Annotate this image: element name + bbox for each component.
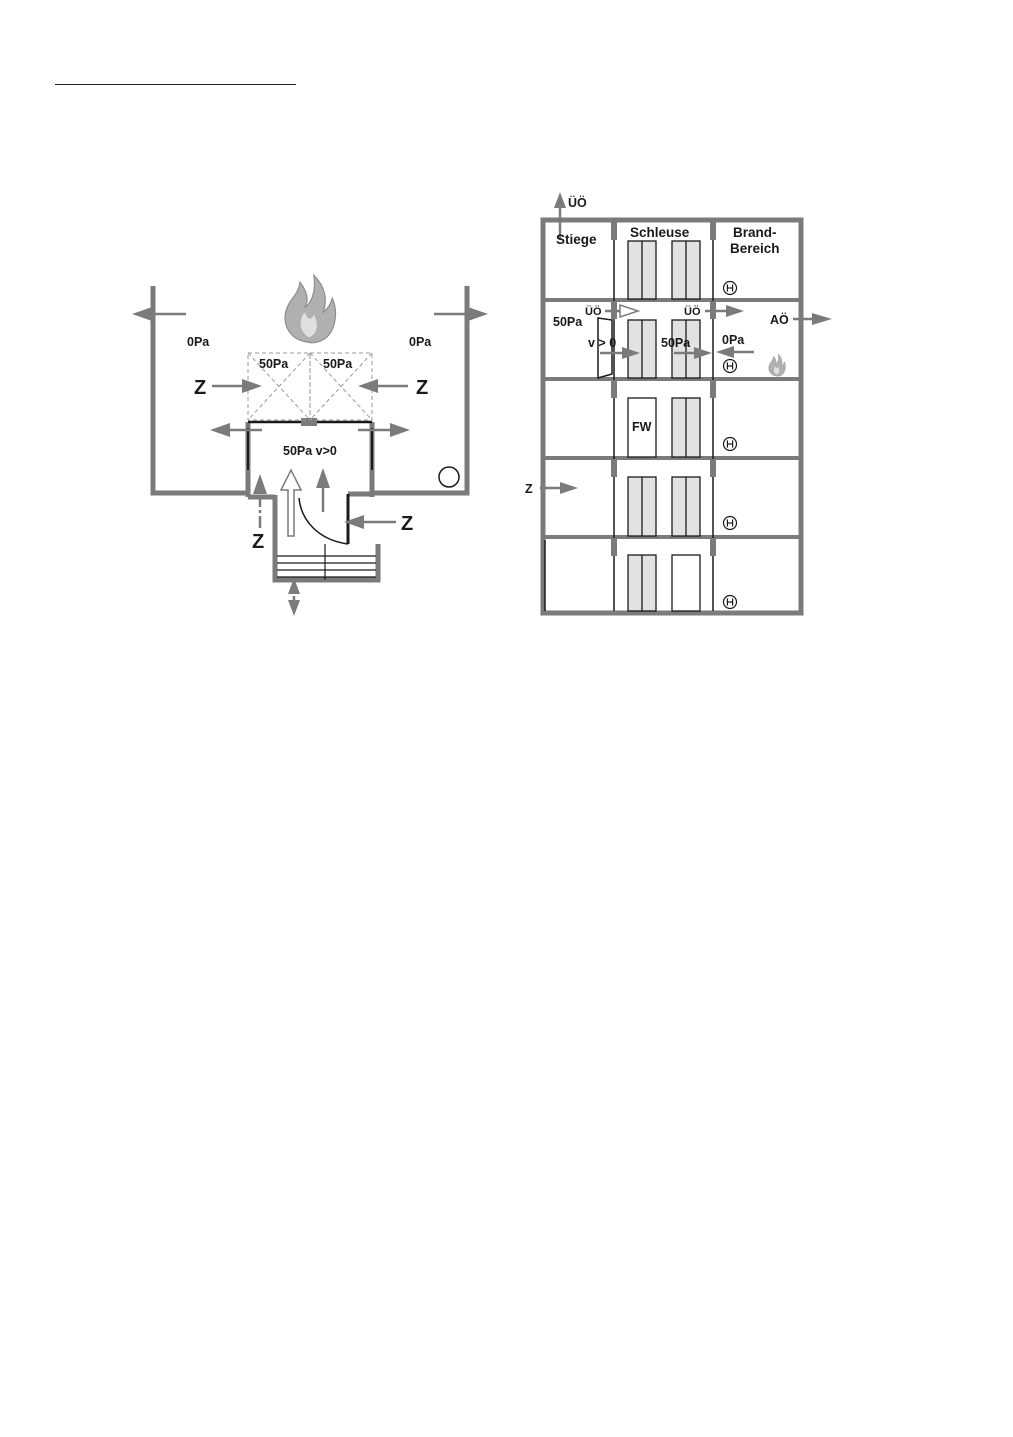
section-fw: FW xyxy=(632,420,652,434)
plan-arrows xyxy=(132,307,488,616)
plan-pressure-left: 0Pa xyxy=(187,335,210,349)
section-col-fire-2: Bereich xyxy=(730,241,780,256)
plan-lobby-label: 50Pa v>0 xyxy=(283,444,337,458)
section-fire-pressure: 0Pa xyxy=(722,333,745,347)
hydrant-icon xyxy=(722,515,738,531)
title-rule xyxy=(55,84,296,85)
plan-vestibule-right: 50Pa xyxy=(323,357,353,371)
section-arrows xyxy=(540,192,832,494)
section-roof-outlet: ÜÖ xyxy=(568,195,587,210)
section-col-stair: Stiege xyxy=(556,232,597,247)
section-lock-pressure: 50Pa xyxy=(661,336,691,350)
plan-pressure-right: 0Pa xyxy=(409,335,432,349)
shaft-circle xyxy=(438,466,460,488)
section-outlet-right: ÜÖ xyxy=(684,305,701,318)
stair-door xyxy=(597,317,613,379)
flame-icon xyxy=(768,353,786,377)
left-outer-wall xyxy=(150,286,248,496)
lobby-top-post xyxy=(301,418,317,426)
section-col-lock: Schleuse xyxy=(630,225,690,240)
hydrant-icon xyxy=(722,594,738,610)
plan-z-stair: Z xyxy=(252,531,264,553)
plan-z-left: Z xyxy=(194,377,206,399)
plan-z-lower-right: Z xyxy=(401,513,413,535)
hydrant-icon xyxy=(722,436,738,452)
section-frame xyxy=(540,217,804,616)
right-outer-wall xyxy=(372,286,470,496)
plan-z-right: Z xyxy=(416,377,428,399)
door-swing xyxy=(298,497,349,545)
stair-walls xyxy=(272,495,381,583)
section-view: ÜÖ Stiege Schleuse Brand- Bereich 50Pa Ü… xyxy=(525,192,832,616)
section-stair-pressure: 50Pa xyxy=(553,315,583,329)
hydrant-icon xyxy=(722,358,738,374)
floor-lines xyxy=(543,298,801,539)
floor-plan: 0Pa 0Pa 50Pa 50Pa 50Pa v>0 Z Z Z Z xyxy=(132,274,488,616)
plan-vestibule-left: 50Pa xyxy=(259,357,289,371)
flame-icon xyxy=(284,274,337,344)
stair-treads xyxy=(277,544,376,580)
section-z-supply: Z xyxy=(525,482,533,496)
section-exhaust: AÖ xyxy=(770,312,789,327)
section-col-fire-1: Brand- xyxy=(733,225,777,240)
section-outlet-left: ÜÖ xyxy=(585,305,602,318)
section-velocity: v > 0 xyxy=(588,336,616,350)
hydrant-icon xyxy=(722,280,738,296)
